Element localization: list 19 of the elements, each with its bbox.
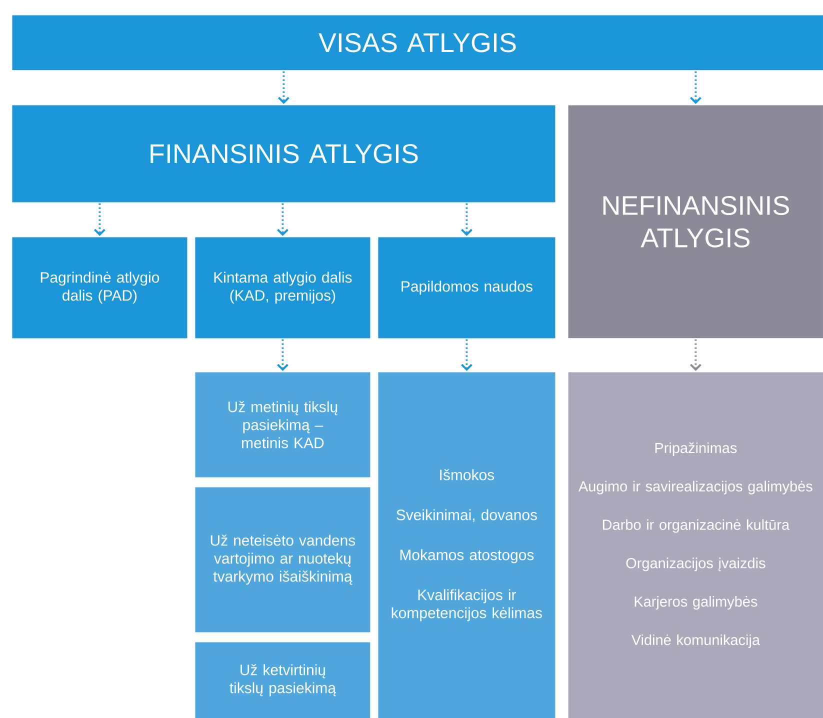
item-box: Už ketvirtinių tikslų pasiekimą	[195, 642, 370, 718]
arrow	[461, 203, 472, 236]
header-band: VISAS ATLYGIS	[12, 15, 823, 70]
arrow	[277, 203, 288, 236]
arrow	[690, 339, 702, 371]
arrow	[277, 339, 288, 371]
category-box: NEFINANSINIS ATLYGIS	[568, 105, 823, 338]
item-box: Kintama atlygio dalis (KAD, premijos)	[195, 237, 370, 338]
arrow	[94, 203, 106, 236]
item-box: Papildomos naudos	[378, 237, 556, 338]
list-box: Išmokos Sveikinimai, dovanos Mokamos atostogos Kvalifikacijos ir kompetencijos kėlimas	[378, 372, 556, 718]
item-box: Už metinių tikslų pasiekimą – metinis KAD	[195, 372, 370, 478]
arrow	[461, 339, 472, 371]
list-box: Pripažinimas Augimo ir savirealizacijos galimybės Darbo ir organizacinė kultūra Organizacijos įvaizdis Karjeros galimybės Vidinė komunikacija	[568, 372, 823, 718]
arrow	[278, 71, 290, 104]
arrow	[690, 71, 702, 104]
item-box: Už neteisėto vandens vartojimo ar nuotekų tvarkymo išaiškinimą	[195, 487, 370, 632]
category-box: FINANSINIS ATLYGIS	[12, 105, 556, 202]
item-box: Pagrindinė atlygio dalis (PAD)	[12, 237, 188, 338]
